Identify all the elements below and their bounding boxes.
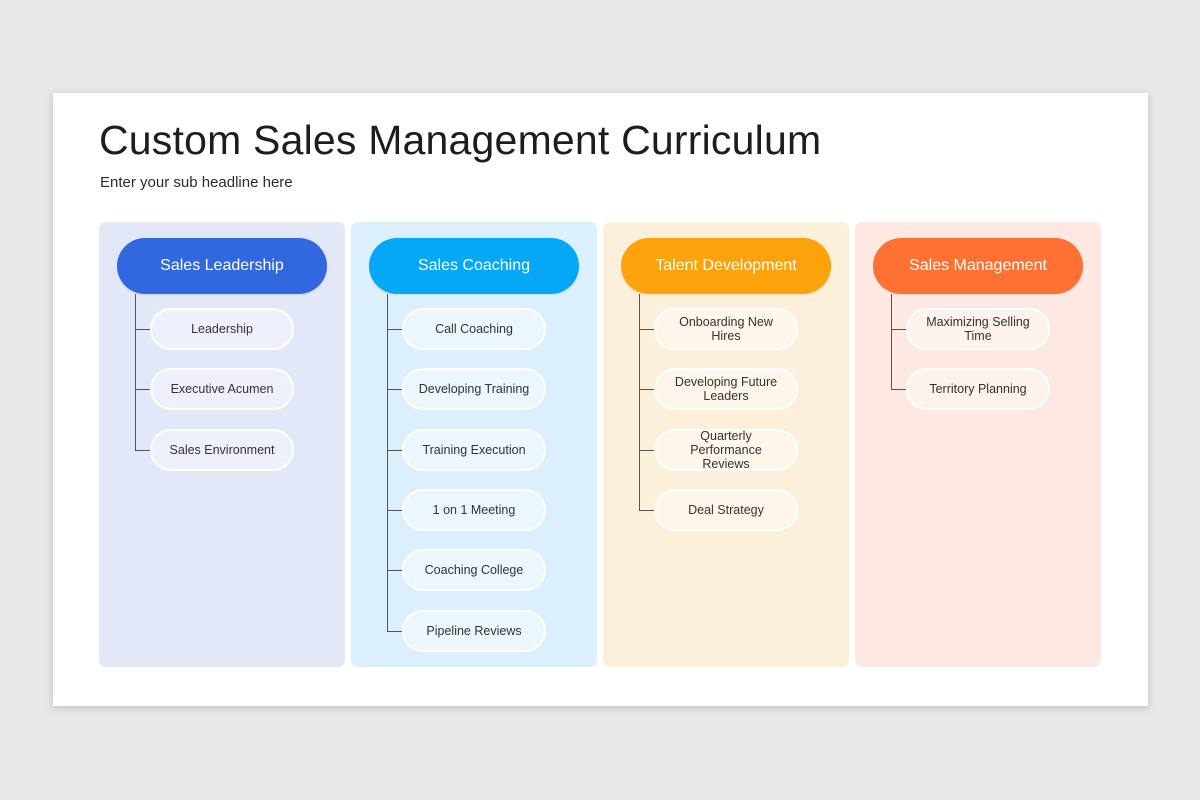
subtitle: Enter your sub headline here (100, 174, 293, 191)
tree-branch-line (387, 510, 402, 511)
curriculum-item: Onboarding New Hires (654, 308, 798, 350)
tree-branch-line (387, 389, 402, 390)
curriculum-item: Territory Planning (906, 368, 1050, 410)
tree-branch-line (639, 450, 654, 451)
tree-trunk-line (387, 294, 388, 631)
tree-branch-line (891, 329, 906, 330)
slide: Custom Sales Management Curriculum Enter… (53, 93, 1148, 706)
curriculum-item: 1 on 1 Meeting (402, 489, 546, 531)
column-header: Sales Leadership (117, 238, 327, 294)
curriculum-item: Sales Environment (150, 429, 294, 471)
tree-branch-line (387, 329, 402, 330)
page-title: Custom Sales Management Curriculum (99, 117, 822, 163)
tree-trunk-line (135, 294, 136, 450)
curriculum-item: Executive Acumen (150, 368, 294, 410)
tree-branch-line (387, 570, 402, 571)
curriculum-item: Developing Future Leaders (654, 368, 798, 410)
column-header: Talent Development (621, 238, 831, 294)
tree-branch-line (135, 450, 150, 451)
column-header: Sales Coaching (369, 238, 579, 294)
curriculum-item: Leadership (150, 308, 294, 350)
tree-branch-line (639, 389, 654, 390)
curriculum-item: Training Execution (402, 429, 546, 471)
curriculum-item: Pipeline Reviews (402, 610, 546, 652)
tree-branch-line (639, 329, 654, 330)
curriculum-item: Developing Training (402, 368, 546, 410)
curriculum-item: Maximizing Selling Time (906, 308, 1050, 350)
tree-branch-line (387, 450, 402, 451)
tree-branch-line (135, 389, 150, 390)
curriculum-item: Call Coaching (402, 308, 546, 350)
tree-branch-line (135, 329, 150, 330)
curriculum-item: Quarterly Performance Reviews (654, 429, 798, 471)
tree-branch-line (891, 389, 906, 390)
tree-trunk-line (891, 294, 892, 390)
curriculum-item: Deal Strategy (654, 489, 798, 531)
tree-trunk-line (639, 294, 640, 510)
curriculum-item: Coaching College (402, 549, 546, 591)
tree-branch-line (639, 510, 654, 511)
column-header: Sales Management (873, 238, 1083, 294)
tree-branch-line (387, 631, 402, 632)
